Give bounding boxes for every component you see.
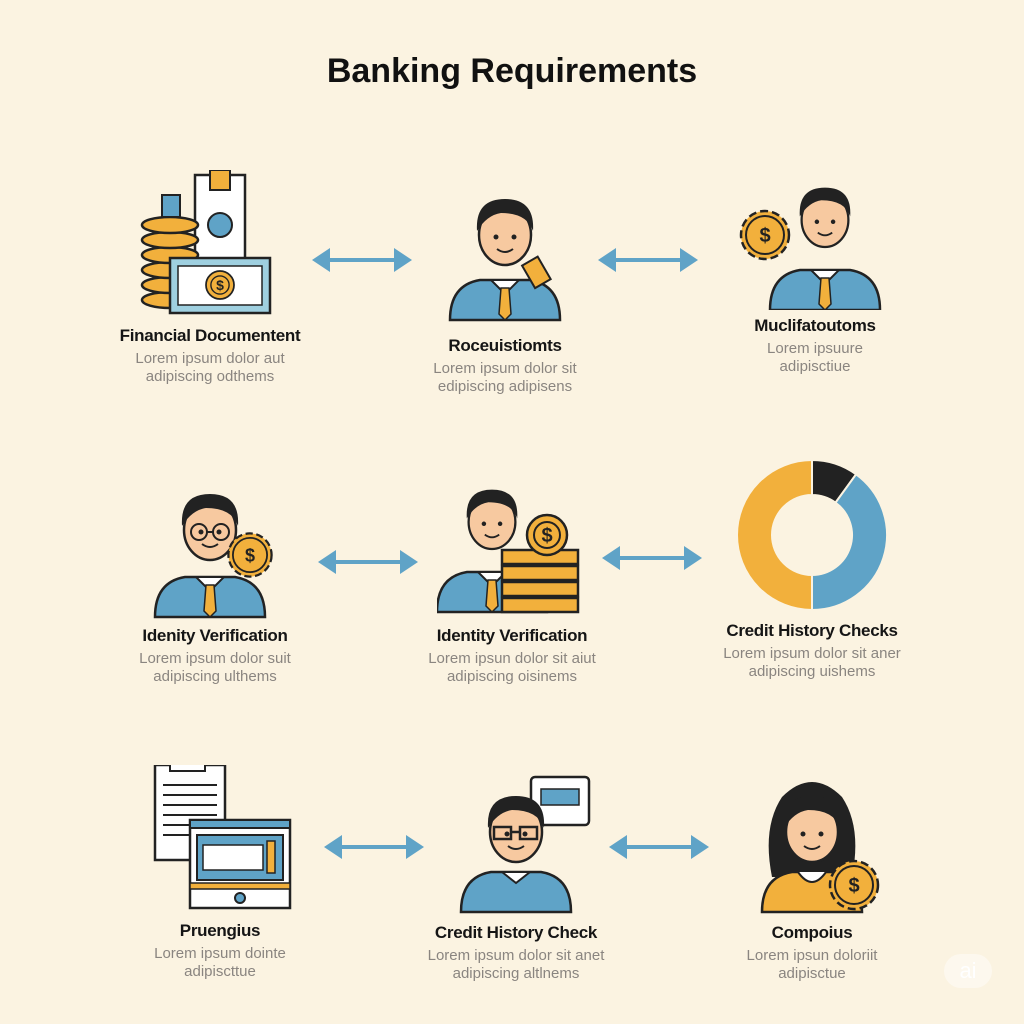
card-title: Compoius: [771, 923, 853, 942]
card-title: Identity Verification: [436, 626, 588, 645]
card-title: Financial Documentent: [119, 326, 301, 345]
card-identity-verification-2: Identity Verification Lorem ipsun dolor …: [382, 470, 642, 686]
document-monitor-icon: [153, 765, 292, 910]
card-title: Credit History Check: [434, 923, 598, 942]
page-title: Banking Requirements: [326, 52, 698, 90]
woman-gear-dollar-icon: [760, 782, 880, 914]
card-title: Roceuistiomts: [448, 336, 562, 355]
card-credit-history-checks: Credit History Checks Lorem ipsum dolor …: [682, 455, 942, 681]
card-credit-history-check: Credit History Check Lorem ipsum dolor s…: [386, 772, 646, 983]
person-glasses-badge-icon: [153, 492, 273, 619]
donut-slice-blue: [811, 472, 888, 612]
card-title: Credit History Checks: [726, 621, 898, 640]
card-identity-verification-1: Idenity Verification Lorem ipsum dolor s…: [85, 470, 345, 686]
person-phone-icon: [448, 197, 562, 322]
money-coins-icon: [140, 170, 272, 315]
person-glasses-card-icon: [459, 775, 591, 914]
card-title: Muclifatoutoms: [754, 316, 876, 335]
person-coin-stack-icon: [437, 488, 580, 614]
person-gear-dollar-icon: [739, 186, 882, 310]
watermark-badge: ai: [944, 954, 992, 988]
bidirectional-arrow-icon: [598, 246, 698, 274]
card-title: Idenity Verification: [142, 626, 288, 645]
card-title: Pruengius: [179, 921, 261, 940]
donut-chart-icon: [736, 458, 888, 612]
card-financial-document: Financial Documentent Lorem ipsum dolor …: [80, 170, 340, 386]
donut-slice-orange: [736, 458, 813, 612]
